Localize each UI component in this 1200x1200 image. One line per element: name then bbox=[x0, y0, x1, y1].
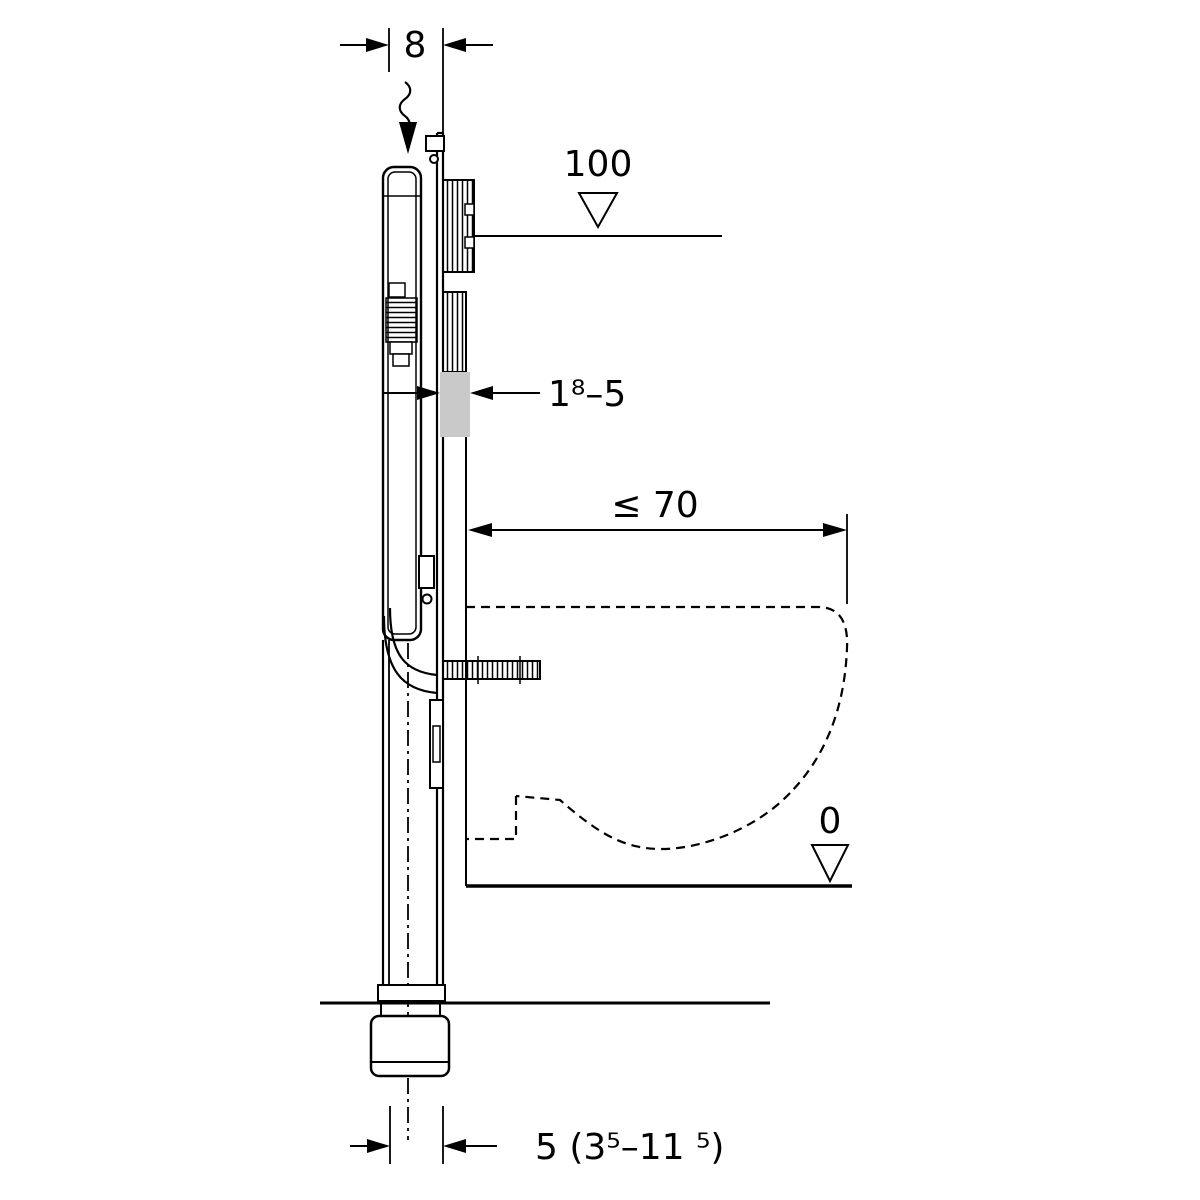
rail-bracket-bolt bbox=[421, 593, 433, 605]
flush-valve-seat bbox=[389, 341, 413, 355]
cistern-inner-wall bbox=[387, 171, 417, 635]
flush-valve-top bbox=[388, 282, 406, 298]
wall-hatch-notch-1 bbox=[464, 203, 475, 216]
level-triangle-100 bbox=[577, 192, 619, 230]
wall-finish-range-label: 1⁸–5 bbox=[548, 374, 626, 415]
flush-bend-inner bbox=[388, 607, 438, 677]
wall-finish-band bbox=[440, 372, 470, 437]
arrowhead-left-pointing bbox=[443, 1139, 466, 1153]
outlet-connector-slot bbox=[432, 725, 441, 763]
dimension-top-width: 8 bbox=[340, 25, 493, 133]
wc-fixing-rods bbox=[442, 660, 541, 680]
toilet-rear-bottom bbox=[466, 796, 518, 841]
arrowhead-right-pointing bbox=[366, 38, 389, 52]
foot-plate bbox=[377, 984, 446, 1002]
wall-break-symbol bbox=[398, 81, 417, 154]
wall-anchor-bracket bbox=[425, 135, 445, 152]
level-marker-actuation: 100 bbox=[474, 144, 722, 237]
wall-hatch-notch-2 bbox=[464, 236, 475, 249]
toilet-bowl-underside bbox=[515, 792, 791, 851]
arrowhead-left-pointing bbox=[470, 386, 493, 400]
level-triangle-0 bbox=[810, 844, 850, 884]
level-marker-floor: 0 bbox=[810, 801, 850, 884]
wall-finish bbox=[440, 179, 475, 886]
arrowhead-right-pointing bbox=[367, 1139, 390, 1153]
floor-level-label: 0 bbox=[819, 801, 842, 842]
break-squiggle bbox=[398, 81, 412, 130]
arrowhead-left-pointing bbox=[468, 523, 492, 537]
max-depth-label: ≤ 70 bbox=[611, 485, 698, 526]
mounting-frame bbox=[369, 131, 451, 1140]
dimension-wall-thickness: 1⁸–5 bbox=[383, 374, 626, 415]
toilet-top-and-front bbox=[466, 605, 849, 794]
wall-section-hatch-upper bbox=[442, 179, 475, 273]
down-arrow-icon bbox=[399, 122, 417, 154]
wc-fixing bbox=[429, 656, 541, 789]
arrowhead-right-pointing bbox=[417, 386, 440, 400]
flush-valve-body bbox=[385, 297, 418, 343]
arrowhead-left-pointing bbox=[443, 38, 466, 52]
dimension-depth: ≤ 70 bbox=[468, 485, 848, 604]
floor-lines bbox=[320, 884, 852, 1005]
toilet-outline bbox=[466, 605, 849, 851]
anchor-bolt bbox=[429, 154, 439, 164]
top-width-label: 8 bbox=[404, 25, 427, 66]
wall-section-hatch-lower bbox=[442, 291, 467, 373]
dimension-bottom-offset: 5 (3⁵–11 ⁵) bbox=[350, 1106, 724, 1168]
flush-bend-outer bbox=[382, 615, 438, 695]
flush-valve-outlet bbox=[392, 353, 410, 367]
arrowhead-right-pointing bbox=[823, 523, 847, 537]
bottom-offset-label: 5 (3⁵–11 ⁵) bbox=[535, 1127, 724, 1168]
actuation-height-label: 100 bbox=[564, 144, 633, 185]
rail-bracket bbox=[418, 555, 435, 589]
drain-socket bbox=[369, 1014, 451, 1078]
